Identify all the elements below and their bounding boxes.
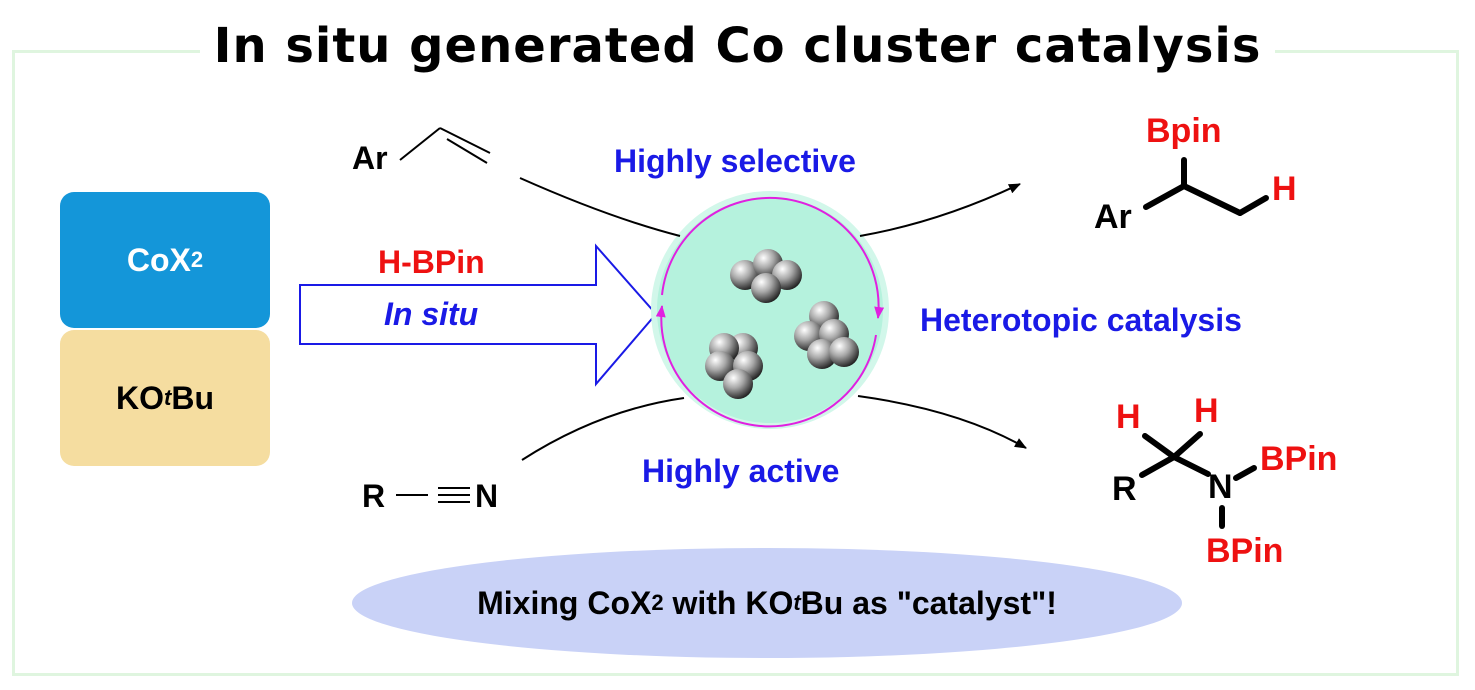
co-cluster-2 [705,333,763,399]
amine-bond-n [1171,454,1211,477]
nitrile-r-label: R [362,478,386,514]
footer-subscript: 2 [651,590,664,615]
amine-bond-h2 [1171,431,1203,460]
highly-selective-label: Highly selective [614,143,856,179]
cox2-subscript: 2 [190,247,204,272]
alkene-to-cluster-curve [519,177,681,237]
product-bottom-n: N [1208,468,1233,506]
product-top-ar: Ar [1094,198,1132,236]
amine-bond-r [1139,454,1177,478]
footer-text-post: Bu as "catalyst"! [800,584,1057,621]
catalytic-cycle-arrow-left [655,305,877,428]
cox2-label: CoX [126,241,191,278]
hbpin-label: H-BPin [378,244,485,280]
product-top-h: H [1272,170,1297,208]
page-title: In situ generated Co cluster catalysis [200,6,1275,86]
heterotopic-label: Heterotopic catalysis [920,302,1242,338]
footer-superscript: t [793,590,801,615]
co-cluster-3 [794,301,859,369]
block-arrow [299,243,658,387]
borane-bond-ar [1143,183,1187,210]
amine-bond-h1 [1142,433,1177,460]
alkene-ar-label: Ar [352,140,388,176]
co-cluster-1 [730,249,802,303]
footer-text-mid: with KO [663,584,794,621]
product-bottom-bpin2: BPin [1206,532,1284,570]
catalytic-cycle-arrow-right [661,196,885,319]
product-bottom-h1: H [1116,398,1141,436]
product-bottom-r: R [1112,470,1137,508]
in-situ-label: In situ [384,296,479,332]
highly-active-label: Highly active [642,453,840,489]
cluster-to-amine-arrow [857,395,1027,449]
nitrile-to-cluster-curve [521,397,685,461]
kotbu-post: Bu [171,379,214,416]
amine-bond-bpin1 [1233,465,1257,481]
alkene-double-bond [446,138,488,164]
cluster-to-borane-arrow [859,183,1021,237]
product-bottom-bpin1: BPin [1260,440,1338,478]
nitrile-n-label: N [475,478,499,514]
product-bottom-h2: H [1194,392,1219,430]
kotbu-pre: KO [116,379,164,416]
borane-bond-ch2 [1181,183,1243,216]
footer-text-pre: Mixing CoX [477,584,652,621]
borane-bond-h [1237,195,1269,216]
kotbu-superscript: t [164,385,172,410]
alkene-bond-2 [439,127,491,154]
product-top-bpin: Bpin [1146,112,1222,150]
alkene-bond-1 [399,127,441,161]
